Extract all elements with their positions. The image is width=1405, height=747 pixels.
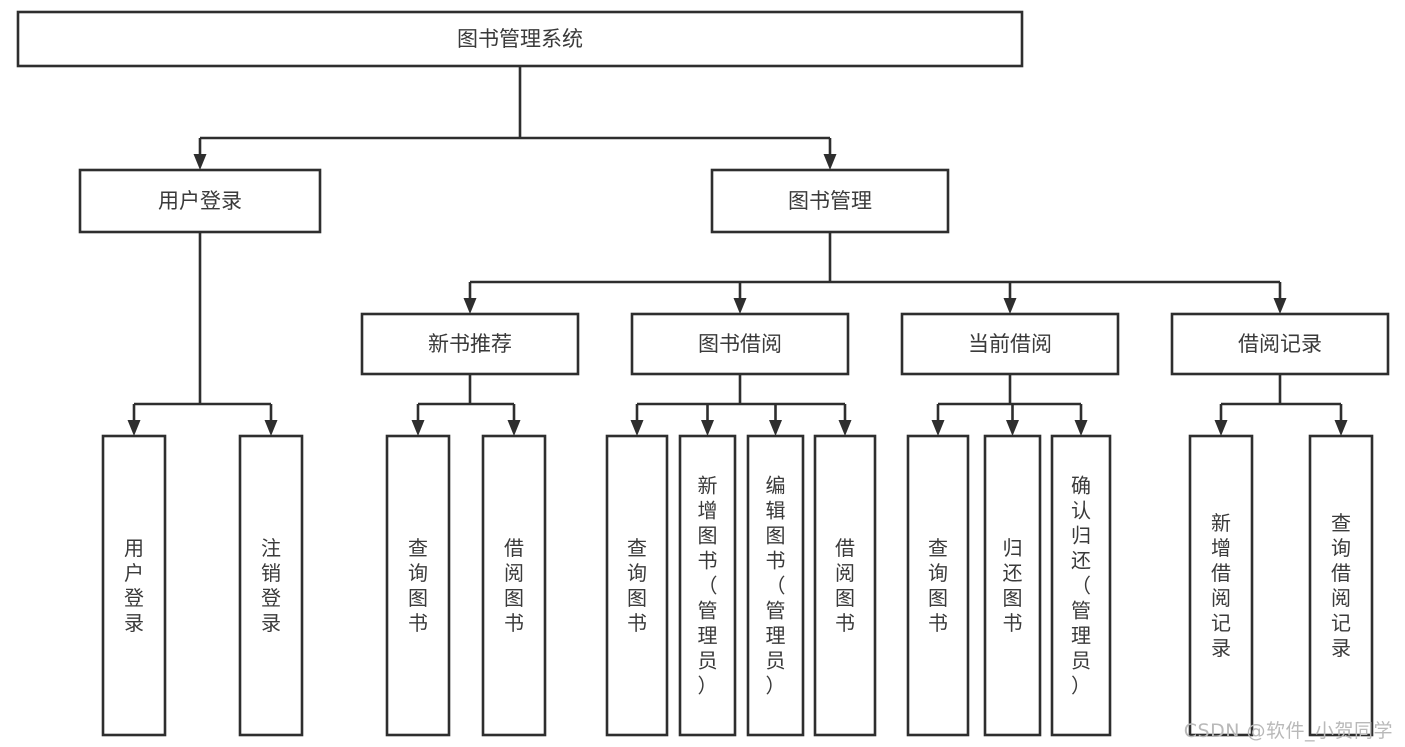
node-label: 查询图书 xyxy=(408,536,428,635)
node-leaf-query-book-2[interactable]: 查询图书 xyxy=(605,434,669,737)
edge-arrowhead xyxy=(1273,298,1287,314)
edge-arrowhead xyxy=(769,420,782,436)
node-label: 借阅图书 xyxy=(835,536,855,635)
node-box[interactable] xyxy=(78,168,322,234)
edge-arrowhead xyxy=(823,154,837,170)
node-box[interactable] xyxy=(1170,312,1390,376)
node-leaf-borrow-book-2[interactable]: 借阅图书 xyxy=(813,434,877,737)
node-box[interactable] xyxy=(746,434,805,737)
node-label: 图书管理 xyxy=(788,189,872,213)
edge-arrowhead xyxy=(1074,420,1088,436)
node-new-book-rec[interactable]: 新书推荐 xyxy=(360,312,580,376)
node-box[interactable] xyxy=(16,10,1024,68)
edge-arrowhead xyxy=(193,154,207,170)
node-label: 当前借阅 xyxy=(968,332,1052,356)
node-user-login[interactable]: 用户登录 xyxy=(78,168,322,234)
edge-arrowhead xyxy=(1334,420,1348,436)
node-borrow-record[interactable]: 借阅记录 xyxy=(1170,312,1390,376)
edge-arrowhead xyxy=(931,420,945,436)
node-box[interactable] xyxy=(630,312,850,376)
edge-arrowhead xyxy=(630,420,644,436)
edge-arrowhead xyxy=(127,420,141,436)
node-label: 借阅记录 xyxy=(1238,332,1322,356)
node-box[interactable] xyxy=(481,434,547,737)
edge-arrowhead xyxy=(838,420,852,436)
node-label: 图书借阅 xyxy=(698,332,782,356)
node-box[interactable] xyxy=(813,434,877,737)
node-label: 新增借阅记录 xyxy=(1211,511,1231,660)
edge-arrowhead xyxy=(701,420,714,436)
node-label: 用户登录 xyxy=(158,189,242,213)
node-book-borrow[interactable]: 图书借阅 xyxy=(630,312,850,376)
node-leaf-edit-book[interactable]: 编辑图书（管理员） xyxy=(746,434,805,737)
node-leaf-borrow-book-1[interactable]: 借阅图书 xyxy=(481,434,547,737)
nodes-layer: 图书管理系统用户登录图书管理新书推荐图书借阅当前借阅借阅记录用户登录注销登录查询… xyxy=(16,10,1390,737)
node-label: 查询图书 xyxy=(627,536,647,635)
edge-arrowhead xyxy=(1214,420,1228,436)
node-box[interactable] xyxy=(101,434,167,737)
node-box[interactable] xyxy=(385,434,451,737)
node-leaf-add-record[interactable]: 新增借阅记录 xyxy=(1188,434,1254,737)
node-label: 新书推荐 xyxy=(428,332,512,356)
node-box[interactable] xyxy=(1308,434,1374,737)
node-box[interactable] xyxy=(906,434,970,737)
node-leaf-query-book-3[interactable]: 查询图书 xyxy=(906,434,970,737)
node-label: 借阅图书 xyxy=(504,536,524,635)
node-leaf-return-book[interactable]: 归还图书 xyxy=(983,434,1042,737)
node-leaf-add-book[interactable]: 新增图书（管理员） xyxy=(678,434,737,737)
node-label: 新增图书（管理员） xyxy=(698,474,718,698)
edge-arrowhead xyxy=(1006,420,1019,436)
edges-layer xyxy=(127,66,1348,436)
node-box[interactable] xyxy=(1050,434,1112,737)
node-label: 查询借阅记录 xyxy=(1331,511,1351,660)
node-label: 编辑图书（管理员） xyxy=(766,474,786,698)
node-box[interactable] xyxy=(900,312,1120,376)
node-box[interactable] xyxy=(1188,434,1254,737)
node-leaf-query-record[interactable]: 查询借阅记录 xyxy=(1308,434,1374,737)
node-label: 归还图书 xyxy=(1003,536,1023,635)
node-box[interactable] xyxy=(678,434,737,737)
edge-arrowhead xyxy=(733,298,747,314)
node-leaf-confirm-return[interactable]: 确认归还（管理员） xyxy=(1050,434,1112,737)
node-box[interactable] xyxy=(983,434,1042,737)
node-label: 查询图书 xyxy=(928,536,948,635)
node-box[interactable] xyxy=(605,434,669,737)
node-leaf-query-book-1[interactable]: 查询图书 xyxy=(385,434,451,737)
node-label: 注销登录 xyxy=(261,536,281,635)
node-book-manage[interactable]: 图书管理 xyxy=(710,168,950,234)
node-label: 用户登录 xyxy=(124,536,144,635)
node-label: 确认归还（管理员） xyxy=(1071,474,1091,698)
node-box[interactable] xyxy=(238,434,304,737)
edge-arrowhead xyxy=(463,298,477,314)
edge-arrowhead xyxy=(411,420,425,436)
node-leaf-user-login[interactable]: 用户登录 xyxy=(101,434,167,737)
edge-arrowhead xyxy=(264,420,278,436)
node-current-borrow[interactable]: 当前借阅 xyxy=(900,312,1120,376)
node-label: 图书管理系统 xyxy=(457,27,583,51)
node-root[interactable]: 图书管理系统 xyxy=(16,10,1024,68)
watermark-label: CSDN @软件_小贺同学 xyxy=(1183,720,1393,742)
node-leaf-user-logout[interactable]: 注销登录 xyxy=(238,434,304,737)
node-box[interactable] xyxy=(360,312,580,376)
edge-arrowhead xyxy=(1003,298,1017,314)
node-box[interactable] xyxy=(710,168,950,234)
edge-arrowhead xyxy=(507,420,521,436)
